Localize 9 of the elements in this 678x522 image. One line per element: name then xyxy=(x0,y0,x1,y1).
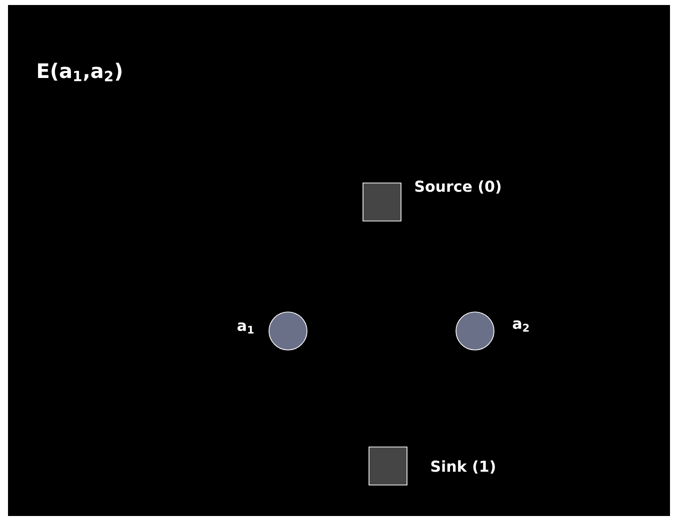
node-label: a$_{2}$ xyxy=(512,320,529,332)
node-label: Source (0) xyxy=(415,180,501,194)
square-node xyxy=(362,182,402,222)
node-label: a$_{1}$ xyxy=(238,322,254,334)
circle-node xyxy=(268,312,308,350)
circle-node xyxy=(456,312,494,350)
square-node xyxy=(368,446,408,486)
node-label: Sink (1) xyxy=(431,460,495,474)
title: E(a$_{1}$,a$_{2}$) xyxy=(38,62,122,82)
